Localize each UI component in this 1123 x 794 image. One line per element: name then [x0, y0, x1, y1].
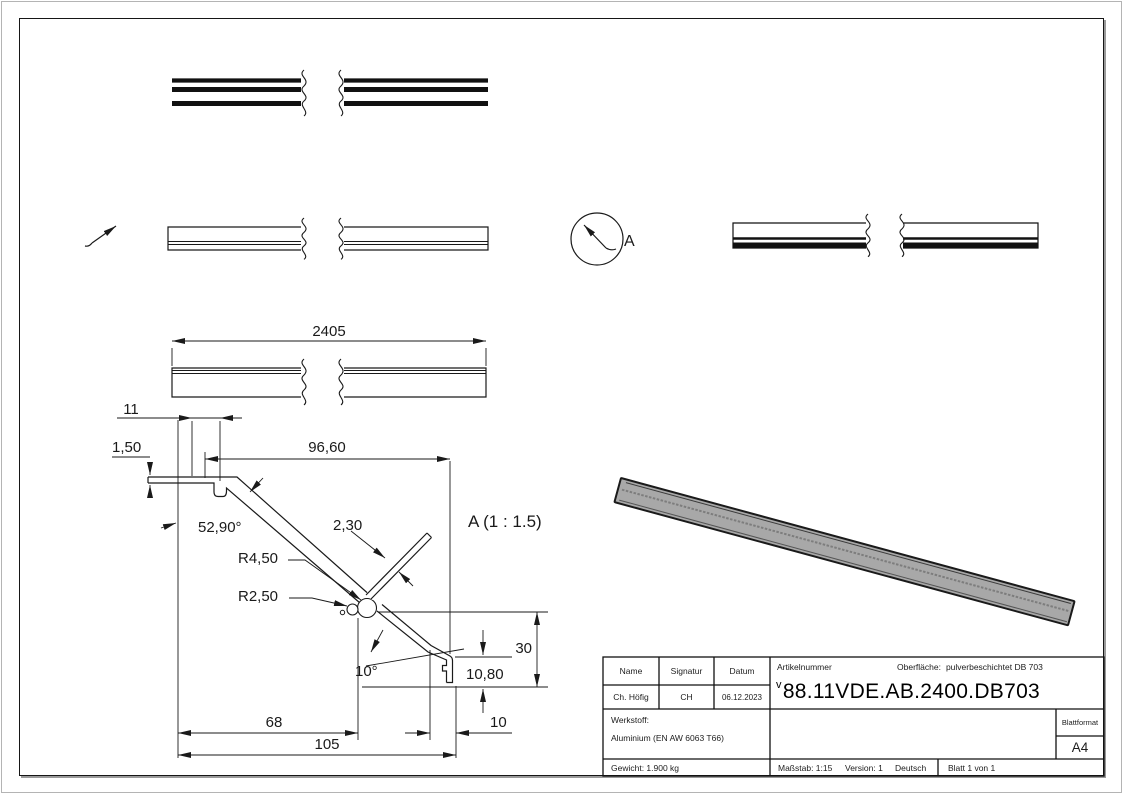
- dim-overall-width: 105: [314, 736, 339, 753]
- titleblock-name-value: Ch. Höfig: [613, 692, 649, 702]
- break-line: [899, 213, 905, 258]
- titleblock-surface: Oberfläche: pulverbeschichtet DB 703: [897, 661, 1043, 673]
- article-number-prefix: v: [776, 679, 782, 691]
- dim-slope-width: 96,60: [308, 439, 346, 456]
- break-line: [301, 69, 307, 117]
- dimension-texts: 11 1,50 96,60 52,90° 2,30 R4,50 R2,50 10…: [112, 401, 532, 753]
- detail-section-profile: [147, 476, 454, 684]
- titleblock-date-header: Datum: [729, 666, 755, 676]
- break-line: [338, 217, 344, 260]
- titleblock-date-value: 06.12.2023: [721, 692, 763, 702]
- surface-label: Oberfläche:: [897, 662, 941, 672]
- break-line: [301, 217, 307, 260]
- detail-view-title: A (1 : 1.5): [468, 512, 542, 531]
- titleblock-article-number: v 88.11VDE.AB.2400.DB703: [776, 679, 1041, 706]
- isometric-view: [613, 477, 1076, 627]
- titleblock-sheet-format-value: A4: [1071, 740, 1089, 755]
- view-front-profile: [167, 217, 489, 260]
- dim-slope-angle: 52,90°: [198, 519, 242, 536]
- titleblock-weight: Gewicht: 1.900 kg: [611, 762, 680, 773]
- detail-callout-label: A: [624, 233, 635, 250]
- titleblock-material-value: Aluminium (EN AW 6063 T66): [611, 733, 724, 743]
- dim-lip-height: 10,80: [466, 666, 504, 683]
- detail-callout-circle: [570, 212, 624, 266]
- titleblock-article-number-label: Artikelnummer: [777, 662, 832, 672]
- titleblock-sheet-format-label: Blattformat: [1061, 718, 1099, 727]
- title-block-grid: [602, 656, 1105, 777]
- article-number-value: 88.11VDE.AB.2400.DB703: [782, 680, 1041, 703]
- dim-lip-angle: 10°: [355, 663, 378, 680]
- break-line: [338, 69, 344, 117]
- titleblock-scale: Maßstab: 1:15: [778, 762, 833, 773]
- dim-width-to-channel: 68: [266, 714, 283, 731]
- view-length-profile: [171, 338, 487, 406]
- view-direction-arrow: [84, 225, 117, 247]
- break-line: [865, 213, 871, 258]
- titleblock-version: Version: 1: [845, 762, 883, 773]
- dim-cross-wall: 2,30: [333, 517, 362, 534]
- extension-lines: [177, 420, 548, 758]
- surface-value: pulverbeschichtet DB 703: [945, 662, 1043, 672]
- titleblock-sheet-number: Blatt 1 von 1: [948, 762, 996, 773]
- break-line: [338, 358, 344, 406]
- dim-overall-length: 2405: [312, 323, 345, 340]
- dim-strip-thickness: 1,50: [112, 439, 141, 456]
- break-line: [301, 358, 307, 406]
- titleblock-signature-value: CH: [680, 692, 693, 702]
- view-back-profile: [732, 213, 1039, 258]
- titleblock-material-label: Werkstoff:: [611, 715, 649, 725]
- titleblock-name-header: Name: [619, 666, 643, 676]
- drawing-frame: [19, 18, 1104, 776]
- dim-radius-small: R2,50: [238, 588, 278, 605]
- dim-notch-width: 11: [123, 401, 139, 418]
- dim-profile-height: 30: [515, 640, 532, 657]
- dim-radius-large: R4,50: [238, 550, 278, 567]
- view-top-profile: [172, 69, 488, 117]
- dimension-lines: [112, 415, 540, 758]
- dim-lip-offset: 10: [490, 714, 507, 731]
- titleblock-signature-header: Signatur: [670, 666, 703, 676]
- titleblock-language: Deutsch: [895, 762, 927, 773]
